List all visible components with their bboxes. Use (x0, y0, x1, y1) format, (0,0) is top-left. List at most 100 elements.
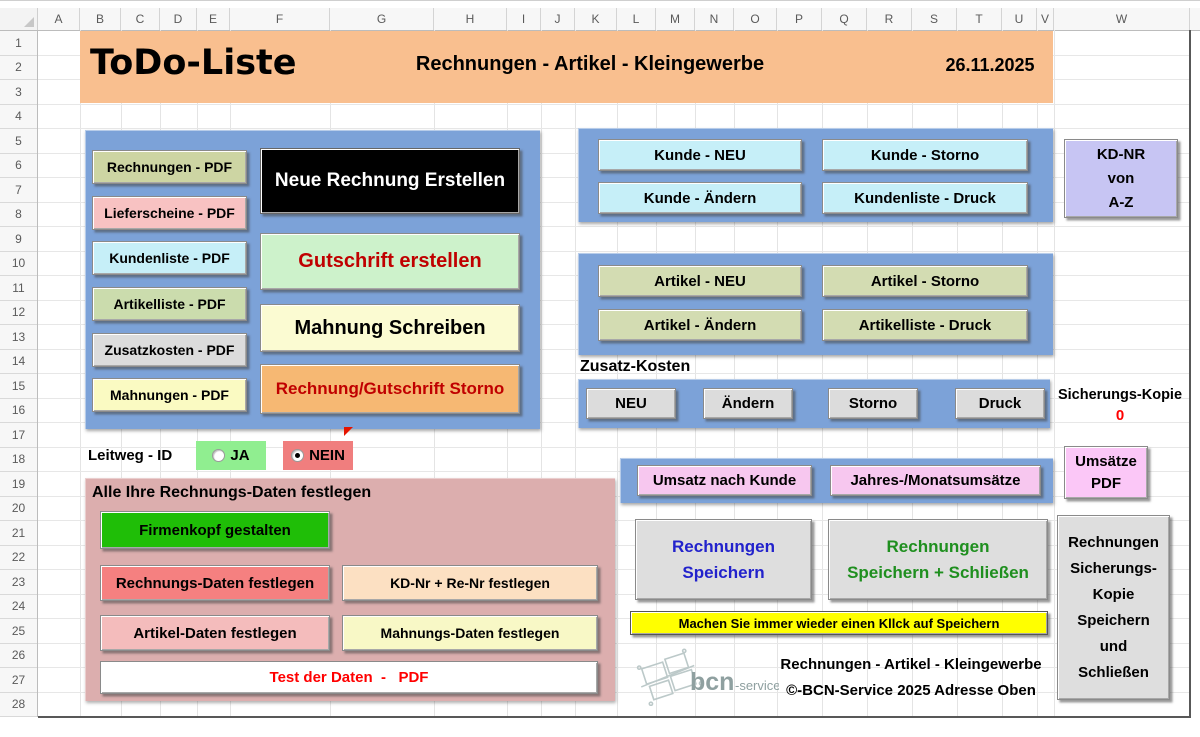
umsatz-nach-kunde-button[interactable]: Umsatz nach Kunde (637, 465, 812, 496)
kdnr-von-a-z-button[interactable]: KD-NR von A-Z (1064, 139, 1178, 218)
rechnung-gutschrift-storno-button[interactable]: Rechnung/Gutschrift Storno (260, 364, 520, 414)
comment-flag-icon (344, 427, 353, 436)
row-header-22[interactable]: 22 (0, 546, 37, 570)
column-header-B[interactable]: B (80, 8, 121, 30)
row-header-8[interactable]: 8 (0, 203, 37, 227)
row-header-23[interactable]: 23 (0, 570, 37, 595)
row-header-1[interactable]: 1 (0, 31, 37, 56)
row-header-24[interactable]: 24 (0, 595, 37, 619)
top-border-line (0, 0, 1200, 1)
select-all-corner[interactable] (0, 8, 38, 30)
row-header-28[interactable]: 28 (0, 693, 37, 717)
print-area-bottom-border (38, 716, 1191, 718)
row-header-5[interactable]: 5 (0, 129, 37, 154)
zusatz-kosten-label: Zusatz-Kosten (580, 358, 691, 375)
row-header-20[interactable]: 20 (0, 497, 37, 521)
test-der-daten-pdf-button[interactable]: Test der Daten - PDF (100, 661, 598, 694)
row-header-9[interactable]: 9 (0, 227, 37, 252)
rechnungs-daten-festlegen-button[interactable]: Rechnungs-Daten festlegen (100, 565, 330, 601)
leitweg-nein-label: NEIN (309, 447, 345, 464)
row-header-2[interactable]: 2 (0, 56, 37, 80)
row-header-4[interactable]: 4 (0, 105, 37, 129)
row-header-11[interactable]: 11 (0, 276, 37, 301)
bcn-service-logo: bcn -service (634, 648, 781, 707)
column-header-N[interactable]: N (695, 8, 734, 30)
mahnung-schreiben-button[interactable]: Mahnung Schreiben (260, 304, 520, 352)
row-header-6[interactable]: 6 (0, 154, 37, 178)
rechnungen-pdf-button[interactable]: Rechnungen - PDF (92, 150, 247, 184)
zusatz-neu-button[interactable]: NEU (586, 388, 676, 419)
rechnungen-speichern-schliessen-button[interactable]: Rechnungen Speichern + Schließen (828, 519, 1048, 600)
row-header-18[interactable]: 18 (0, 448, 37, 472)
column-header-J[interactable]: J (541, 8, 575, 30)
row-header-3[interactable]: 3 (0, 80, 37, 105)
row-header-12[interactable]: 12 (0, 301, 37, 325)
column-header-E[interactable]: E (197, 8, 230, 30)
kdnr-renr-festlegen-button[interactable]: KD-Nr + Re-Nr festlegen (342, 565, 598, 601)
artikelliste-pdf-button[interactable]: Artikelliste - PDF (92, 287, 247, 321)
row-header-21[interactable]: 21 (0, 521, 37, 546)
column-header-A[interactable]: A (38, 8, 80, 30)
zusatz-druck-button[interactable]: Druck (955, 388, 1045, 419)
zusatzkosten-pdf-button[interactable]: Zusatzkosten - PDF (92, 333, 247, 367)
row-header-17[interactable]: 17 (0, 423, 37, 448)
column-header-M[interactable]: M (656, 8, 695, 30)
jahres-monatsumsaetze-button[interactable]: Jahres-/Monatsumsätze (830, 465, 1041, 496)
rechnungen-sicherungskopie-speichern-schliessen-button[interactable]: Rechnungen Sicherungs- Kopie Speichern u… (1057, 515, 1170, 700)
title-banner: ToDo-Liste Rechnungen - Artikel - Kleing… (80, 31, 1053, 103)
row-header-14[interactable]: 14 (0, 350, 37, 374)
kundenliste-druck-button[interactable]: Kundenliste - Druck (822, 182, 1028, 214)
row-header-10[interactable]: 10 (0, 252, 37, 276)
row-header-13[interactable]: 13 (0, 325, 37, 350)
firmenkopf-gestalten-button[interactable]: Firmenkopf gestalten (100, 511, 330, 549)
leitweg-nein-radio[interactable]: NEIN (283, 441, 353, 470)
umsaetze-pdf-button[interactable]: Umsätze PDF (1064, 446, 1148, 499)
leitweg-ja-radio[interactable]: JA (196, 441, 266, 470)
column-header-V[interactable]: V (1037, 8, 1054, 30)
column-header-D[interactable]: D (160, 8, 197, 30)
row-header-19[interactable]: 19 (0, 472, 37, 497)
column-header-R[interactable]: R (867, 8, 912, 30)
column-header-F[interactable]: F (230, 8, 330, 30)
column-header-Q[interactable]: Q (822, 8, 867, 30)
artikel-neu-button[interactable]: Artikel - NEU (598, 265, 802, 297)
zusatz-storno-button[interactable]: Storno (828, 388, 918, 419)
column-header-P[interactable]: P (777, 8, 822, 30)
sicherungs-kopie-label: Sicherungs-Kopie (1057, 387, 1183, 403)
row-header-16[interactable]: 16 (0, 399, 37, 423)
column-header-T[interactable]: T (957, 8, 1002, 30)
column-header-I[interactable]: I (507, 8, 541, 30)
column-header-S[interactable]: S (912, 8, 957, 30)
row-header-26[interactable]: 26 (0, 644, 37, 668)
column-header-U[interactable]: U (1002, 8, 1037, 30)
radio-unchecked-icon[interactable] (212, 449, 226, 462)
radio-checked-icon[interactable] (291, 449, 305, 462)
kunde-storno-button[interactable]: Kunde - Storno (822, 139, 1028, 171)
column-header-K[interactable]: K (575, 8, 617, 30)
kunde-aendern-button[interactable]: Kunde - Ändern (598, 182, 802, 214)
artikel-daten-festlegen-button[interactable]: Artikel-Daten festlegen (100, 615, 330, 651)
kundenliste-pdf-button[interactable]: Kundenliste - PDF (92, 241, 247, 275)
neue-rechnung-erstellen-button[interactable]: Neue Rechnung Erstellen (260, 148, 520, 214)
column-header-H[interactable]: H (434, 8, 507, 30)
column-header-C[interactable]: C (121, 8, 160, 30)
mahnungen-pdf-button[interactable]: Mahnungen - PDF (92, 378, 247, 412)
rechnungen-speichern-button[interactable]: Rechnungen Speichern (635, 519, 812, 600)
zusatz-aendern-button[interactable]: Ändern (703, 388, 793, 419)
artikelliste-druck-button[interactable]: Artikelliste - Druck (822, 309, 1028, 341)
mahnungs-daten-festlegen-button[interactable]: Mahnungs-Daten festlegen (342, 615, 598, 651)
row-header-25[interactable]: 25 (0, 619, 37, 644)
column-header-O[interactable]: O (734, 8, 777, 30)
column-header-G[interactable]: G (330, 8, 434, 30)
row-header-15[interactable]: 15 (0, 374, 37, 399)
kunde-neu-button[interactable]: Kunde - NEU (598, 139, 802, 171)
row-header-7[interactable]: 7 (0, 178, 37, 203)
column-header-W[interactable]: W (1054, 8, 1190, 30)
gutschrift-erstellen-button[interactable]: Gutschrift erstellen (260, 233, 520, 290)
artikel-storno-button[interactable]: Artikel - Storno (822, 265, 1028, 297)
leitweg-id-label: Leitweg - ID (88, 447, 173, 464)
column-header-L[interactable]: L (617, 8, 656, 30)
row-header-27[interactable]: 27 (0, 668, 37, 693)
artikel-aendern-button[interactable]: Artikel - Ändern (598, 309, 802, 341)
lieferscheine-pdf-button[interactable]: Lieferscheine - PDF (92, 196, 247, 230)
